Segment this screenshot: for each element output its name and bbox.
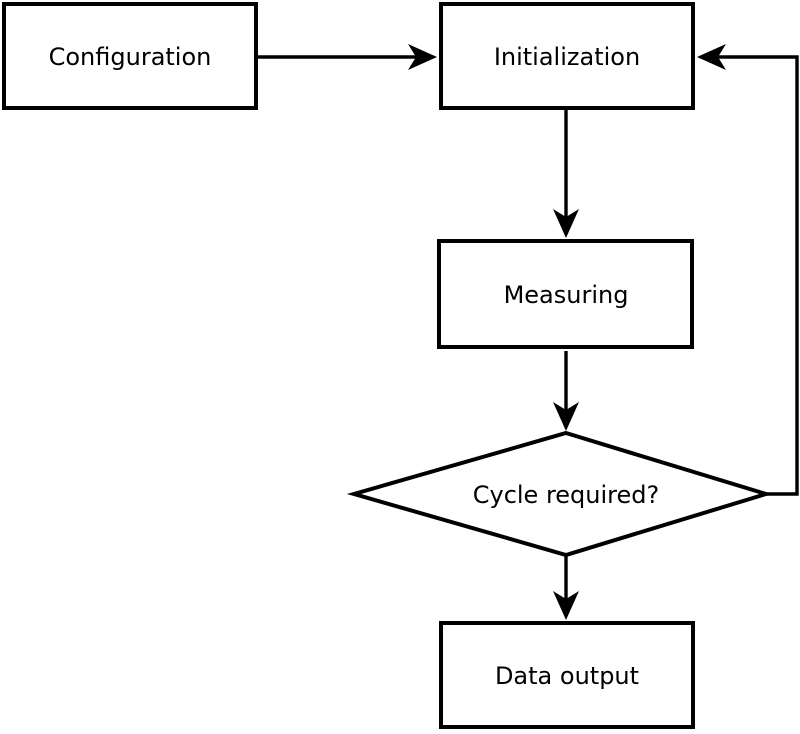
node-measuring: Measuring xyxy=(437,239,694,349)
node-cycle-required-diamond xyxy=(346,430,773,558)
edge-line xyxy=(718,55,799,496)
arrowhead-left-icon xyxy=(697,44,726,70)
node-initialization: Initialization xyxy=(439,2,695,110)
edge-initialization-to-measuring xyxy=(553,110,579,238)
node-data-output: Data output xyxy=(439,621,695,729)
arrowhead-down-icon xyxy=(553,591,579,620)
node-cycle-required: Cycle required? xyxy=(346,430,773,558)
node-measuring-label: Measuring xyxy=(504,281,629,309)
node-initialization-box xyxy=(439,2,695,110)
edge-cycle-required-to-data-output xyxy=(553,555,579,620)
edge-configuration-to-initialization xyxy=(257,44,437,70)
edge-cycle-required-to-initialization-loop xyxy=(697,44,799,496)
arrowhead-down-icon xyxy=(553,209,579,238)
node-data-output-label: Data output xyxy=(495,662,639,690)
node-configuration-box xyxy=(2,2,258,110)
node-measuring-box xyxy=(437,239,694,349)
node-configuration: Configuration xyxy=(2,2,258,110)
arrowhead-down-icon xyxy=(553,402,579,431)
node-data-output-box xyxy=(439,621,695,729)
node-cycle-required-label: Cycle required? xyxy=(473,481,660,509)
node-configuration-label: Configuration xyxy=(49,43,212,71)
node-initialization-label: Initialization xyxy=(494,43,640,71)
arrowhead-right-icon xyxy=(408,44,437,70)
edge-measuring-to-cycle-required xyxy=(553,351,579,431)
